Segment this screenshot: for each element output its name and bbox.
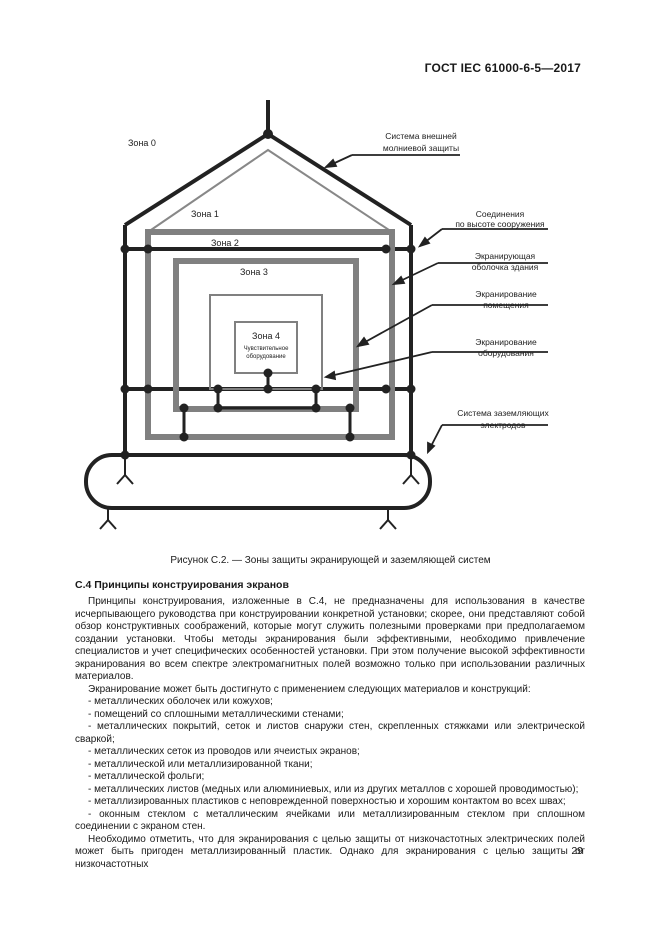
list-item: - металлической или металлизированной тк… — [88, 758, 313, 770]
page-number: 29 — [571, 845, 583, 857]
grounding-label-2: электродов — [480, 420, 525, 430]
document-header: ГОСТ IEC 61000-6-5—2017 — [424, 61, 581, 75]
sensitive-label-1: Чувствительное — [244, 346, 290, 352]
room-shield-label-2: помещения — [483, 300, 529, 310]
list-item: - оконным стеклом с металлическим ячейка… — [75, 808, 585, 833]
list-item: - металлических листов (медных или алюми… — [88, 783, 579, 795]
zone1-label: Зона 1 — [191, 209, 219, 219]
equipment-shield-label-2: оборудования — [478, 348, 534, 358]
building-shield — [145, 229, 395, 440]
earth-electrodes — [99, 455, 420, 530]
lightning-label-2: молниевой защиты — [383, 143, 459, 153]
zone0-label: Зона 0 — [128, 138, 156, 148]
building-shield-label-1: Экранирующая — [475, 251, 536, 261]
list-item: - металлических сеток из проводов или яч… — [88, 746, 360, 757]
connections-label-1: Соединения — [476, 209, 525, 219]
lightning-label-1: Система внешней — [385, 131, 457, 141]
paragraph: Экранирование может быть достигнуто с пр… — [88, 683, 531, 695]
list-item: - металлизированных пластиков с неповреж… — [88, 796, 566, 807]
list-item: - металлической фольги; — [88, 771, 205, 782]
connections-label-2: по высоте сооружения — [455, 219, 545, 229]
room-shield-label-1: Экранирование — [475, 289, 537, 299]
paragraph: Необходимо отметить, что для экранирован… — [75, 833, 585, 870]
lightning-roof — [123, 131, 413, 227]
ground-ring — [84, 453, 432, 510]
zone4-label: Зона 4 — [252, 331, 280, 341]
equipment-shield-label-1: Экранирование — [475, 337, 537, 347]
zone3-label: Зона 3 — [240, 267, 268, 277]
sensitive-label-2: оборудование — [246, 354, 286, 360]
list-item: - металлических покрытий, сеток и листов… — [75, 721, 585, 745]
shielding-zones-diagram: Зона 0 Зона 1 Зона 2 Зона 3 Зона 4 Чувст… — [84, 100, 549, 530]
figure-caption: Рисунок С.2. — Зоны защиты экранирующей … — [170, 555, 491, 566]
list-item: - помещений со сплошными металлическими … — [88, 708, 344, 720]
list-item: - металлических оболочек или кожухов; — [88, 696, 273, 707]
inner-roof — [147, 148, 393, 233]
body-text: Принципы конструирования, изложенные в С… — [75, 596, 585, 871]
zone2-label: Зона 2 — [211, 238, 239, 248]
bonding-points — [120, 129, 416, 460]
grounding-label-1: Система заземляющих — [457, 408, 549, 418]
paragraph: Принципы конструирования, изложенные в С… — [75, 596, 585, 682]
building-shield-label-2: оболочка здания — [472, 262, 539, 272]
section-title: С.4 Принципы конструирования экранов — [75, 579, 289, 591]
